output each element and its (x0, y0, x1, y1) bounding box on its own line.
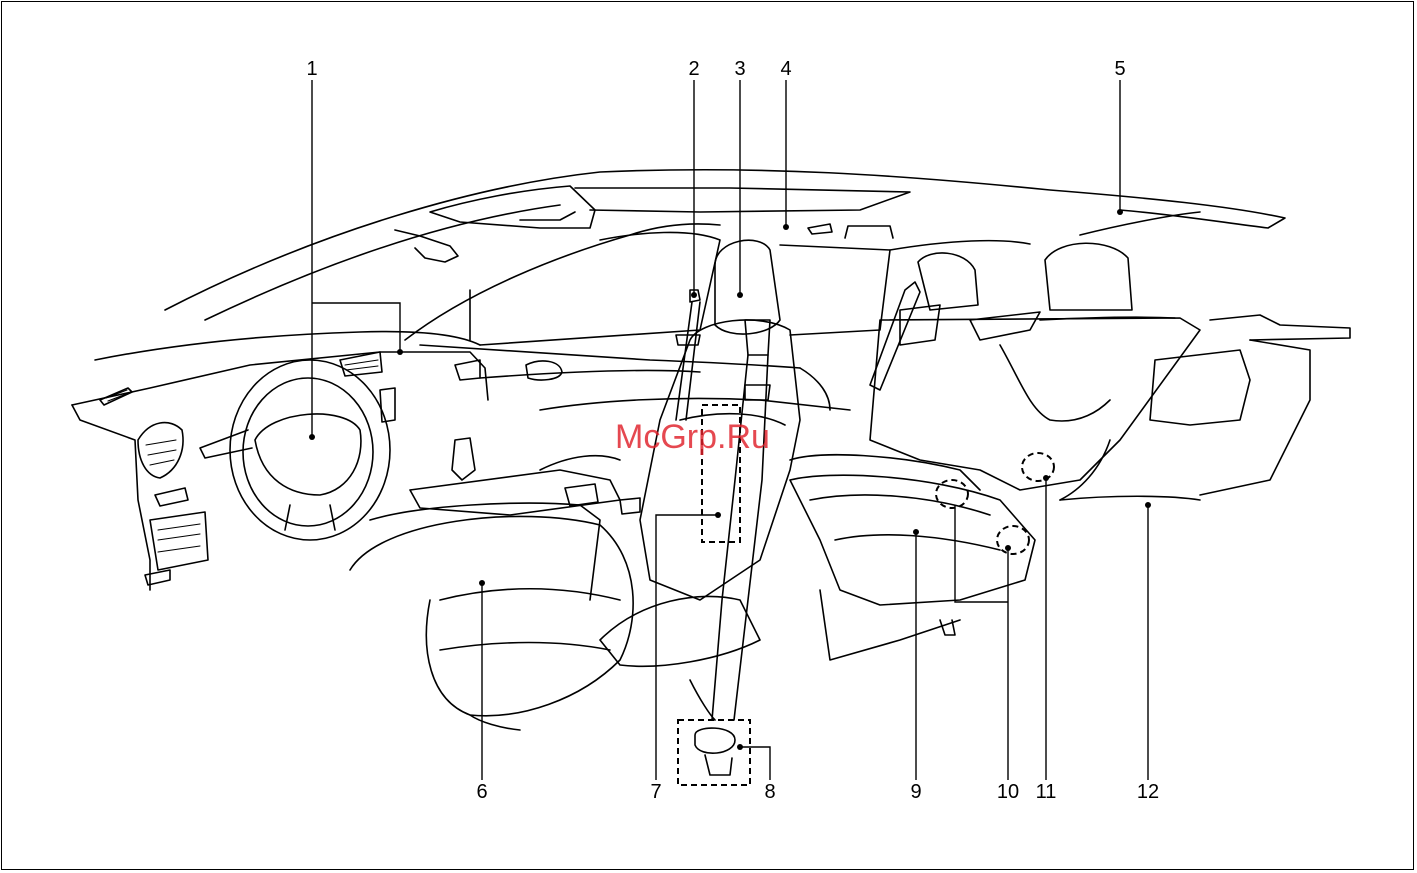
front-driver-seat (350, 503, 633, 730)
front-passenger-seat (600, 240, 800, 720)
callout-6: 6 (476, 781, 487, 803)
callout-12: 12 (1137, 781, 1159, 803)
callout-1: 1 (306, 58, 317, 80)
steering-wheel (200, 360, 390, 540)
rear-seats (790, 243, 1350, 660)
callout-3: 3 (734, 58, 745, 80)
roof-outline (165, 170, 1285, 340)
leader-dots (309, 209, 1151, 750)
callout-9: 9 (910, 781, 921, 803)
callout-2: 2 (688, 58, 699, 80)
highlight-markers (678, 405, 1054, 785)
callout-4: 4 (780, 58, 791, 80)
watermark-text: McGrp.Ru (615, 418, 770, 456)
dashboard-outline (72, 332, 488, 590)
callout-11: 11 (1036, 781, 1057, 803)
callout-8: 8 (764, 781, 775, 803)
callout-7: 7 (650, 781, 661, 803)
callout-10: 10 (997, 781, 1019, 803)
callout-5: 5 (1114, 58, 1125, 80)
